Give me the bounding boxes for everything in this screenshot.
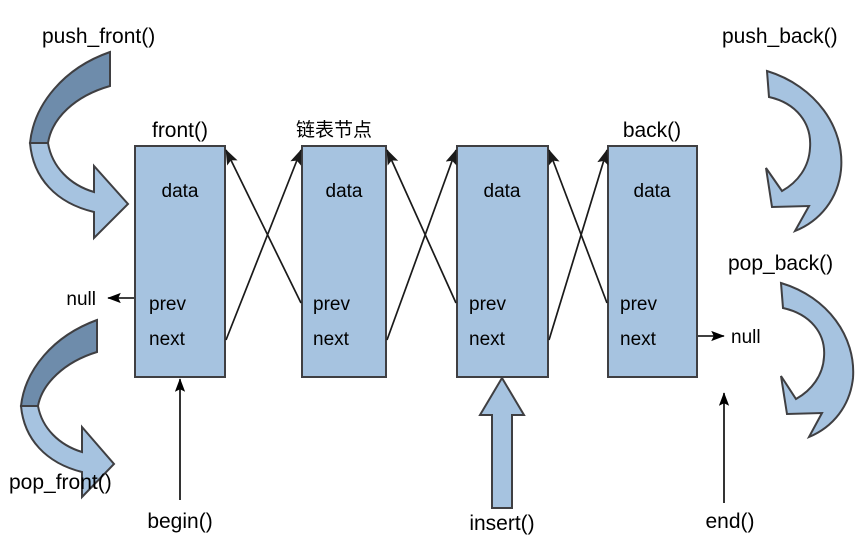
- back-caption-label: back(): [623, 119, 681, 142]
- pop-back-arrow-shape: [779, 281, 855, 440]
- node-box-2: [301, 145, 387, 378]
- right-null-label: null: [731, 327, 761, 348]
- push-back-curved-arrow: [765, 69, 843, 233]
- push-front-curved-arrow: [28, 50, 130, 241]
- next-link-3-to-4: [548, 149, 609, 341]
- node-3-next-label: next: [469, 329, 506, 350]
- push-back-arrow-shape: [765, 69, 843, 233]
- node-4-prev-label: prev: [620, 294, 657, 315]
- list-node-4: data prev next: [607, 145, 698, 378]
- list-node-2: data prev next: [301, 145, 387, 378]
- next-link-1-to-2: [225, 149, 302, 341]
- front-caption-label: front(): [152, 119, 208, 142]
- node-4-next-label: next: [620, 329, 657, 350]
- node-1-prev-label: prev: [149, 294, 186, 315]
- list-node-1: data prev next: [134, 145, 226, 378]
- begin-label: begin(): [147, 510, 212, 533]
- insert-block-arrow: [478, 376, 526, 509]
- insert-label: insert(): [469, 512, 534, 535]
- node-2-next-label: next: [313, 329, 350, 350]
- prev-link-3-to-2: [386, 149, 457, 304]
- list-node-caption-label: 链表节点: [296, 119, 372, 141]
- node-box-3: [456, 145, 549, 378]
- pop-front-arrow-lower: [19, 405, 116, 500]
- node-box-4: [607, 145, 698, 378]
- push-front-arrow-lower: [28, 142, 130, 241]
- prev-link-2-to-1: [225, 149, 302, 304]
- pop-front-curved-arrow: [19, 318, 116, 500]
- node-3-data-label: data: [484, 181, 521, 202]
- push-front-label: push_front(): [42, 25, 155, 48]
- insert-arrow-shape: [478, 376, 526, 509]
- node-box-1: [134, 145, 226, 378]
- pop-front-arrow-upper: [19, 318, 98, 407]
- pop-front-label: pop_front(): [9, 471, 112, 494]
- left-null-label: null: [66, 289, 96, 310]
- node-2-data-label: data: [326, 181, 363, 202]
- end-label: end(): [705, 510, 754, 533]
- node-4-data-label: data: [634, 181, 671, 202]
- pop-back-label: pop_back(): [728, 252, 833, 275]
- push-back-label: push_back(): [722, 25, 838, 48]
- node-2-prev-label: prev: [313, 294, 350, 315]
- push-front-arrow-upper: [28, 50, 111, 144]
- node-1-next-label: next: [149, 329, 186, 350]
- prev-link-4-to-3: [548, 149, 608, 304]
- node-1-data-label: data: [162, 181, 199, 202]
- pop-back-curved-arrow: [779, 281, 855, 440]
- node-3-prev-label: prev: [469, 294, 506, 315]
- next-link-2-to-3: [386, 149, 457, 341]
- list-node-3: data prev next: [456, 145, 549, 378]
